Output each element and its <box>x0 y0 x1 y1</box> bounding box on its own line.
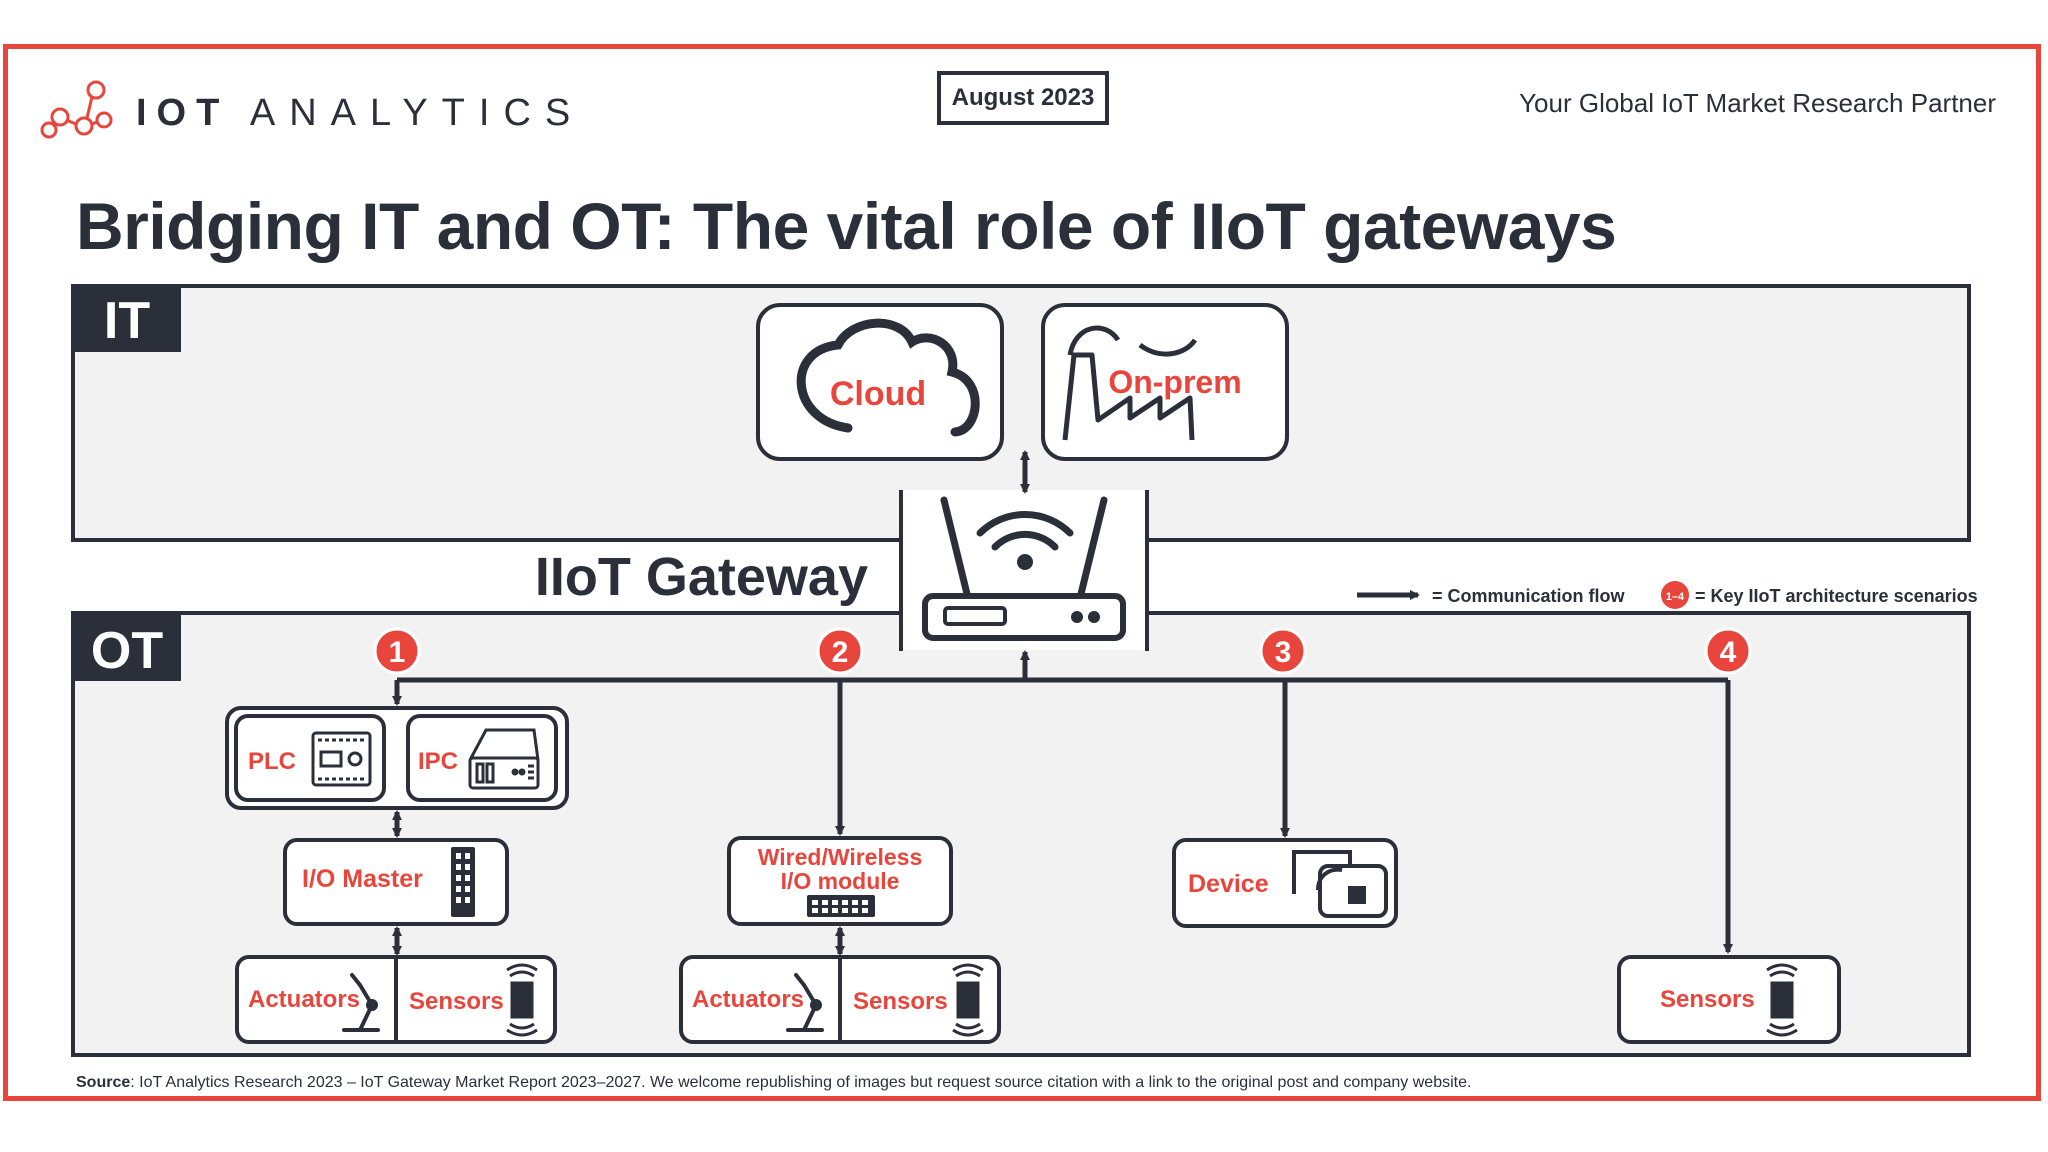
page-title: Bridging IT and OT: The vital role of II… <box>76 189 1617 263</box>
source-note: Source: IoT Analytics Research 2023 – Io… <box>76 1074 1471 1092</box>
cloud-label: Cloud <box>830 375 926 413</box>
onprem-label: On-prem <box>1108 364 1241 400</box>
legend-badge <box>1661 581 1689 609</box>
sensor-chip-icon-1 <box>506 963 538 1037</box>
legend-badge-label: 1–4 <box>1666 591 1685 603</box>
it-layer-tag <box>73 286 181 352</box>
logo-wordmark-bold: IOT <box>136 92 230 134</box>
ot-layer-tag <box>73 613 181 681</box>
io-master-label: I/O Master <box>302 865 423 893</box>
date-badge: August 2023 <box>937 71 1109 125</box>
router-icon <box>922 496 1126 641</box>
io-master-icon <box>451 847 475 917</box>
sensors-label-4: Sensors <box>1660 986 1755 1013</box>
sensor-chip-icon-2 <box>952 963 984 1037</box>
ipc-icon <box>468 728 540 790</box>
svg-text:4: 4 <box>1720 636 1737 669</box>
sensors-label-1: Sensors <box>409 988 504 1015</box>
sensor-chip-icon-4 <box>1766 963 1798 1037</box>
ipc-label: IPC <box>418 748 458 775</box>
device-node <box>1172 838 1398 928</box>
device-label: Device <box>1188 870 1269 898</box>
tagline: Your Global IoT Market Research Partner <box>1519 88 1996 118</box>
actuators-label-1: Actuators <box>248 986 360 1013</box>
robot-arm-icon <box>342 973 380 1032</box>
sensors-node-4 <box>1617 955 1841 1044</box>
logo-wordmark: IOT ANALYTICS <box>136 92 584 135</box>
io-module-icon <box>807 895 875 917</box>
sensors-label-2: Sensors <box>853 988 948 1015</box>
logo-wordmark-light: ANALYTICS <box>249 92 585 134</box>
svg-text:3: 3 <box>1275 636 1292 669</box>
svg-text:2: 2 <box>832 636 849 669</box>
scenario-badge-2: 2 <box>816 627 864 675</box>
svg-text:1: 1 <box>389 636 406 669</box>
it-layer-label: IT <box>104 292 150 350</box>
scenario-badge-3: 3 <box>1259 627 1307 675</box>
device-icon <box>1292 850 1388 918</box>
gateway-label: IIoT Gateway <box>535 547 868 607</box>
io-module-label-line2: I/O module <box>781 868 900 894</box>
robot-arm-icon <box>786 973 824 1032</box>
page-frame <box>3 44 2041 1101</box>
cloud-icon <box>796 318 980 437</box>
legend-scenarios-label: = Key IIoT architecture scenarios <box>1695 586 1978 606</box>
actuators-label-2: Actuators <box>692 986 804 1013</box>
source-label: Source <box>76 1074 131 1091</box>
scenario-badge-4: 4 <box>1704 627 1752 675</box>
onprem-node <box>1041 303 1289 461</box>
scenario-badge-1: 1 <box>373 627 421 675</box>
plc-label: PLC <box>248 748 296 775</box>
legend-flow-label: = Communication flow <box>1432 586 1626 606</box>
factory-icon <box>1062 325 1198 441</box>
plc-icon <box>311 731 372 787</box>
io-module-node <box>727 836 953 926</box>
io-module-label-line1: Wired/Wireless <box>758 844 922 870</box>
ot-layer-label: OT <box>91 622 163 680</box>
source-text: : IoT Analytics Research 2023 – IoT Gate… <box>130 1074 1472 1091</box>
logo-icon <box>40 80 113 139</box>
